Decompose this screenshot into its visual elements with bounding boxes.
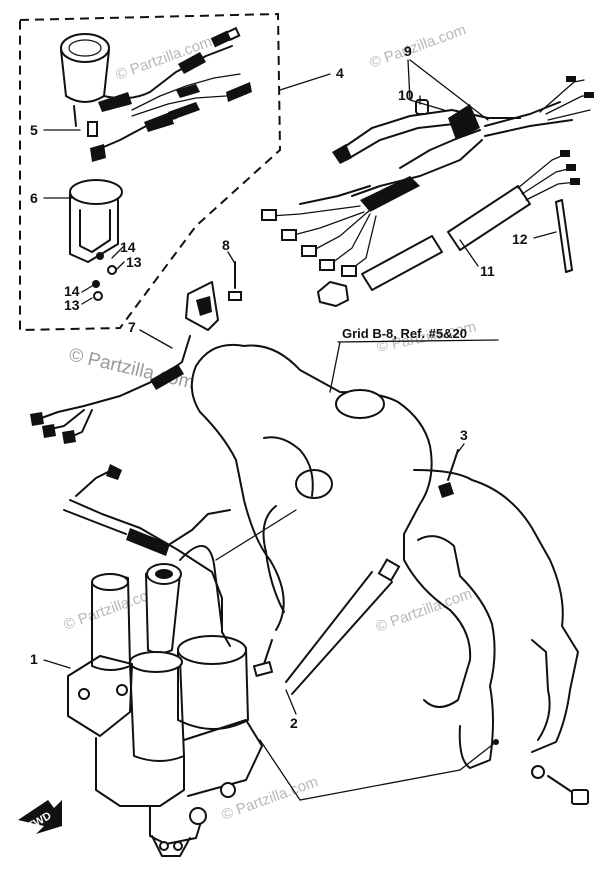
callout-1: 1 xyxy=(30,651,38,667)
callout-6: 6 xyxy=(30,190,38,206)
callout-2: 2 xyxy=(290,715,298,731)
callouts: 1 2 3 4 5 6 7 8 9 10 11 12 13 13 14 14 G… xyxy=(30,43,528,731)
harness-cover-11[interactable] xyxy=(361,150,580,291)
connector-10[interactable] xyxy=(415,99,429,115)
callout-3: 3 xyxy=(460,427,468,443)
meter-bracket[interactable] xyxy=(69,179,123,301)
callout-13: 13 xyxy=(64,297,80,313)
nut-3[interactable] xyxy=(438,449,459,498)
cable-tie-12[interactable] xyxy=(555,199,573,273)
watermark: © Partzilla.com xyxy=(368,21,469,72)
bolt-lower-right[interactable] xyxy=(493,739,589,805)
callout-7: 7 xyxy=(128,319,136,335)
inset-dashed-box xyxy=(19,12,282,332)
power-trim-tilt-unit[interactable] xyxy=(63,464,263,857)
sender-harness-7[interactable] xyxy=(30,281,219,444)
trim-meter[interactable] xyxy=(60,26,252,162)
callout-9: 9 xyxy=(404,43,412,59)
callout-10: 10 xyxy=(398,87,414,103)
leader-lines xyxy=(43,59,557,801)
forward-arrow-icon: FWD xyxy=(18,800,62,834)
grid-reference-label: Grid B-8, Ref. #5&20 xyxy=(342,326,467,341)
wiring-harness-9[interactable] xyxy=(261,76,594,307)
watermark-group: © Partzilla.com © Partzilla.com © Partzi… xyxy=(62,21,478,824)
callout-12: 12 xyxy=(512,231,528,247)
callout-14: 14 xyxy=(120,239,136,255)
callout-8: 8 xyxy=(222,237,230,253)
callout-11: 11 xyxy=(480,263,495,279)
bolt-2[interactable] xyxy=(252,558,401,695)
clamp-bracket-outline xyxy=(190,344,579,769)
watermark: © Partzilla.com xyxy=(374,585,475,636)
bolt-5[interactable] xyxy=(73,105,98,137)
callout-5: 5 xyxy=(30,122,38,138)
callout-4: 4 xyxy=(336,65,344,81)
callout-13: 13 xyxy=(126,254,142,270)
callout-14: 14 xyxy=(64,283,80,299)
screw-8[interactable] xyxy=(228,261,242,301)
